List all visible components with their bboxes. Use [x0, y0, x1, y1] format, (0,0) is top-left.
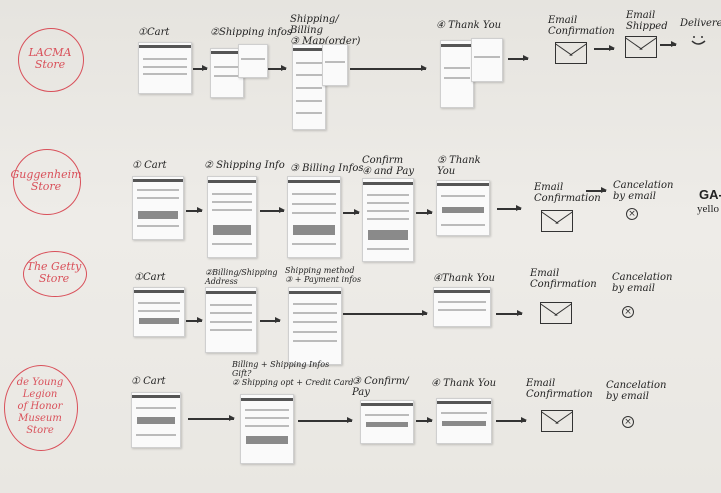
getty-step-cancel-label: Cancelation by email: [612, 272, 673, 294]
lacma-store-label: LACMA Store: [28, 46, 72, 71]
gugg-step-thankyou-label: ⑤ Thank You: [437, 155, 481, 177]
lacma-step-cart-label: ①Cart: [138, 27, 170, 38]
deyoung-step-thankyou-label: ④ Thank You: [431, 378, 497, 389]
gugg-step-cart-label: ① Cart: [132, 160, 167, 171]
deyoung-billing-sheet: [240, 394, 294, 464]
envelope-icon: [625, 36, 657, 58]
gugg-step-cancel-label: Cancelation by email: [613, 180, 674, 202]
deyoung-store-oval: [4, 365, 78, 451]
deyoung-step-email-label: Email Confirmation: [526, 378, 593, 400]
arrow: [186, 317, 203, 323]
getty-billing-sheet: [205, 287, 257, 353]
gugg-step-billing-label: ③ Billing Infos: [290, 163, 364, 174]
lacma-billing-sheet-2: [322, 44, 348, 86]
envelope-icon: [541, 410, 573, 432]
guggenheim-store-oval: [13, 149, 81, 215]
deyoung-thankyou-sheet: [436, 398, 492, 444]
getty-step-shipping-label: Shipping method ③ + Payment infos: [285, 266, 362, 284]
lacma-thankyou-sheet-2: [471, 38, 503, 82]
deyoung-store-label: de Young Legion of Honor Museum Store: [16, 377, 64, 436]
arrow: [260, 207, 285, 213]
arrow: [416, 209, 433, 215]
gugg-shipping-sheet: [207, 176, 257, 258]
arrow: [496, 417, 527, 423]
lacma-billing-sheet: [292, 44, 326, 130]
arrow: [416, 417, 433, 423]
arrow: [298, 417, 353, 423]
arrow: [186, 207, 203, 213]
arrow: [660, 41, 677, 47]
lacma-step-email-shipped-label: Email Shipped: [626, 10, 668, 32]
cancel-icon: ×: [622, 416, 634, 428]
lacma-step-email-confirmation-label: Email Confirmation: [548, 15, 615, 37]
lacma-shipping-sheet-2: [238, 44, 268, 78]
getty-cart-sheet: [133, 287, 185, 337]
smiley-icon: [691, 36, 706, 45]
getty-step-thankyou-label: ④Thank You: [433, 273, 495, 284]
getty-step-cart-label: ①Cart: [134, 272, 166, 283]
arrow: [193, 65, 208, 71]
getty-step-billing-label: ②Billing/Shipping Address: [205, 268, 278, 286]
deyoung-step-billing-label: Billing + Shipping Infos Gift? ② Shippin…: [232, 360, 354, 387]
gugg-cart-sheet: [132, 176, 184, 240]
gugg-thankyou-sheet: [436, 180, 490, 236]
deyoung-step-cancel-label: Cancelation by email: [606, 380, 667, 402]
getty-thankyou-sheet: [433, 287, 491, 327]
lacma-step-delivered-label: Delivered: [680, 18, 721, 29]
arrow: [260, 317, 281, 323]
lacma-cart-sheet: [138, 42, 192, 94]
lacma-step-billing-label: Shipping/ Billing ③ Map(order): [290, 14, 361, 47]
arrow: [508, 55, 529, 61]
gugg-step-shipping-label: ② Shipping Info: [204, 160, 285, 171]
lacma-step-thankyou-label: ④ Thank You: [436, 20, 502, 31]
partial-subtitle-text: yello: [697, 203, 719, 215]
envelope-icon: [540, 302, 572, 324]
deyoung-confirm-sheet: [360, 400, 414, 444]
deyoung-step-confirm-label: ③ Confirm/ Pay: [352, 376, 409, 398]
arrow: [268, 65, 287, 71]
arrow: [343, 209, 360, 215]
cancel-icon: ×: [622, 306, 634, 318]
cancel-icon: ×: [626, 208, 638, 220]
getty-shipping-sheet: [288, 287, 342, 365]
gugg-confirm-sheet: [362, 178, 414, 262]
gugg-billing-sheet: [287, 176, 341, 258]
gugg-step-confirm-label: Confirm ④ and Pay: [362, 155, 415, 177]
arrow: [188, 415, 235, 421]
getty-step-email-label: Email Confirmation: [530, 268, 597, 290]
getty-store-oval: [23, 251, 87, 297]
envelope-icon: [541, 210, 573, 232]
partial-title-text: GA-: [699, 187, 721, 202]
arrow: [350, 65, 427, 71]
deyoung-cart-sheet: [131, 392, 181, 448]
deyoung-step-cart-label: ① Cart: [131, 376, 166, 387]
lacma-step-shipping-label: ②Shipping infos: [210, 27, 292, 38]
lacma-thankyou-sheet: [440, 40, 474, 108]
getty-store-label: The Getty Store: [26, 260, 82, 285]
arrow: [497, 205, 522, 211]
guggenheim-store-label: Guggenheim Store: [10, 168, 82, 193]
gugg-step-email-label: Email Confirmation: [534, 182, 601, 204]
arrow: [343, 310, 428, 316]
envelope-icon: [555, 42, 587, 64]
lacma-store-oval: [18, 28, 84, 92]
arrow: [594, 45, 615, 51]
arrow: [496, 310, 523, 316]
arrow: [586, 187, 607, 193]
